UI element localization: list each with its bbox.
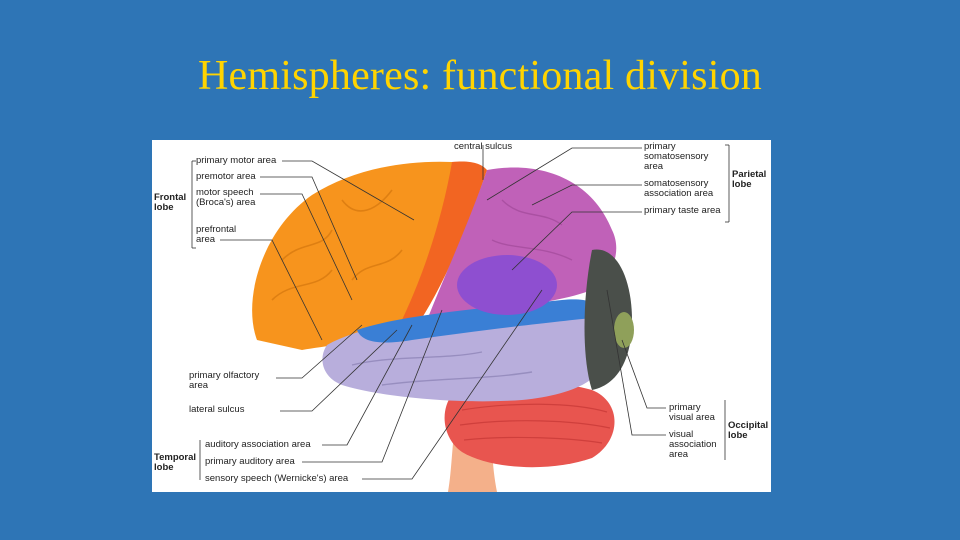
primary-motor-area-label: primary motor area bbox=[196, 156, 276, 166]
auditory-association-area-label: auditory association area bbox=[205, 440, 311, 450]
primary-somatosensory-area-label: primary somatosensory area bbox=[644, 142, 708, 172]
frontal-lobe-label: Frontal lobe bbox=[154, 193, 186, 213]
prefrontal-area-label: prefrontal area bbox=[196, 225, 236, 245]
lateral-sulcus-label: lateral sulcus bbox=[189, 405, 244, 415]
slide-title: Hemispheres: functional division bbox=[0, 52, 960, 100]
brain-diagram: Frontal lobe Parietal lobe Temporal lobe… bbox=[152, 140, 771, 492]
visual-area-region bbox=[614, 312, 634, 348]
primary-visual-area-label: primary visual area bbox=[669, 403, 715, 423]
sensory-speech-area-label: sensory speech (Wernicke's) area bbox=[205, 474, 348, 484]
central-sulcus-label: central sulcus bbox=[454, 142, 512, 152]
premotor-area-label: premotor area bbox=[196, 172, 256, 182]
visual-association-area-label: visual association area bbox=[669, 430, 717, 460]
primary-auditory-area-label: primary auditory area bbox=[205, 457, 295, 467]
occipital-lobe-label: Occipital lobe bbox=[728, 421, 768, 441]
primary-taste-area-label: primary taste area bbox=[644, 206, 721, 216]
taste-region bbox=[457, 255, 557, 315]
motor-speech-area-label: motor speech (Broca's) area bbox=[196, 188, 255, 208]
parietal-lobe-label: Parietal lobe bbox=[732, 170, 766, 190]
temporal-lobe-label: Temporal lobe bbox=[154, 453, 196, 473]
primary-olfactory-area-label: primary olfactory area bbox=[189, 371, 259, 391]
somatosensory-association-area-label: somatosensory association area bbox=[644, 179, 713, 199]
